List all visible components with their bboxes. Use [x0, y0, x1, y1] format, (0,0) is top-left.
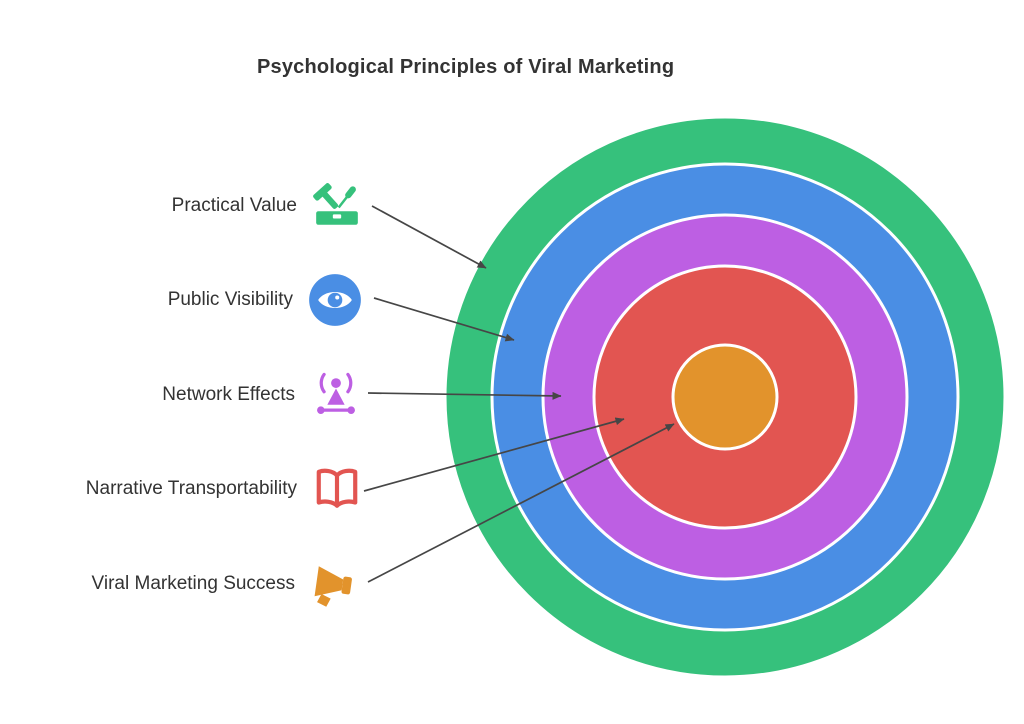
- legend-item-practical-value: Practical Value: [0, 180, 362, 232]
- tools-icon: [312, 181, 362, 231]
- diagram-title: Psychological Principles of Viral Market…: [257, 56, 675, 78]
- legend-item-network-effects: Network Effects: [0, 369, 362, 421]
- legend-label: Narrative Transportability: [85, 478, 297, 499]
- megaphone-icon: [310, 558, 362, 610]
- arrow-viral-marketing-success: [367, 423, 675, 583]
- open-book-icon: [312, 464, 362, 514]
- eye-icon: [308, 273, 362, 327]
- legend-item-narrative-transportability: Narrative Transportability: [0, 463, 362, 515]
- ring-viral-marketing-success: [671, 343, 779, 451]
- legend-item-viral-marketing-success: Viral Marketing Success: [0, 558, 362, 610]
- legend-item-public-visibility: Public Visibility: [0, 274, 362, 326]
- arrow-practical-value: [371, 205, 487, 269]
- legend-label: Network Effects: [162, 384, 295, 405]
- arrow-network-effects: [367, 391, 562, 400]
- broadcast-icon: [310, 369, 362, 421]
- connector-arrows: [363, 205, 675, 583]
- legend-label: Practical Value: [171, 195, 297, 216]
- arrow-public-visibility: [373, 297, 515, 342]
- concentric-rings: [443, 115, 1007, 679]
- arrow-narrative-transportability: [363, 417, 625, 492]
- legend-label: Viral Marketing Success: [91, 573, 295, 594]
- legend-label: Public Visibility: [167, 289, 293, 310]
